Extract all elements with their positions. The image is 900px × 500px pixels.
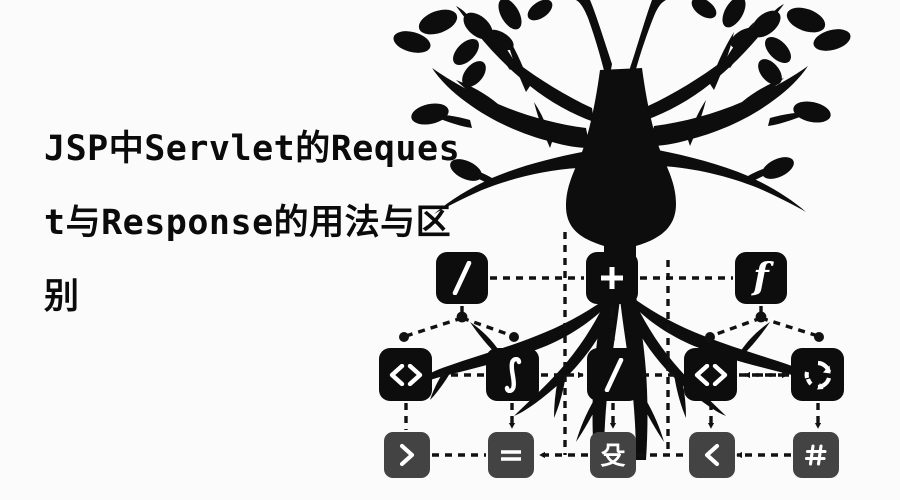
node-equals[interactable]: [488, 432, 534, 478]
node-function[interactable]: f: [735, 252, 787, 304]
node-slash-middle[interactable]: [587, 348, 640, 401]
code-brackets-icon: [694, 363, 728, 386]
slash-icon: [601, 357, 627, 392]
slash-icon: [449, 261, 475, 295]
link-hub-codeleft: [405, 316, 463, 338]
cjk-character-icon: 殳: [600, 440, 626, 470]
code-brackets-icon: [389, 363, 423, 386]
node-code-right[interactable]: [684, 348, 737, 401]
link-hub2-coderight: [710, 316, 762, 338]
integral-icon: [501, 356, 525, 393]
tree-shape: [393, 0, 851, 460]
node-refresh[interactable]: [791, 348, 844, 401]
node-integral[interactable]: [486, 348, 539, 401]
refresh-cycle-icon: [802, 359, 834, 391]
link-hub2-refresh: [760, 316, 819, 338]
less-than-icon: [702, 443, 722, 467]
connector-junction-dots: [399, 311, 824, 342]
equals-icon: [499, 447, 523, 463]
node-cjk-character[interactable]: 殳: [590, 432, 636, 478]
link-hub-integral: [461, 316, 514, 338]
function-icon: f: [753, 256, 769, 298]
node-less-than[interactable]: [689, 432, 735, 478]
plus-icon: [598, 264, 626, 292]
greater-than-icon: [397, 443, 417, 467]
node-hash[interactable]: [793, 432, 839, 478]
node-plus[interactable]: [586, 252, 638, 304]
node-code-left[interactable]: [379, 348, 432, 401]
node-greater-than[interactable]: [384, 432, 430, 478]
node-slash-top[interactable]: [436, 252, 488, 304]
hash-icon: [804, 443, 828, 467]
